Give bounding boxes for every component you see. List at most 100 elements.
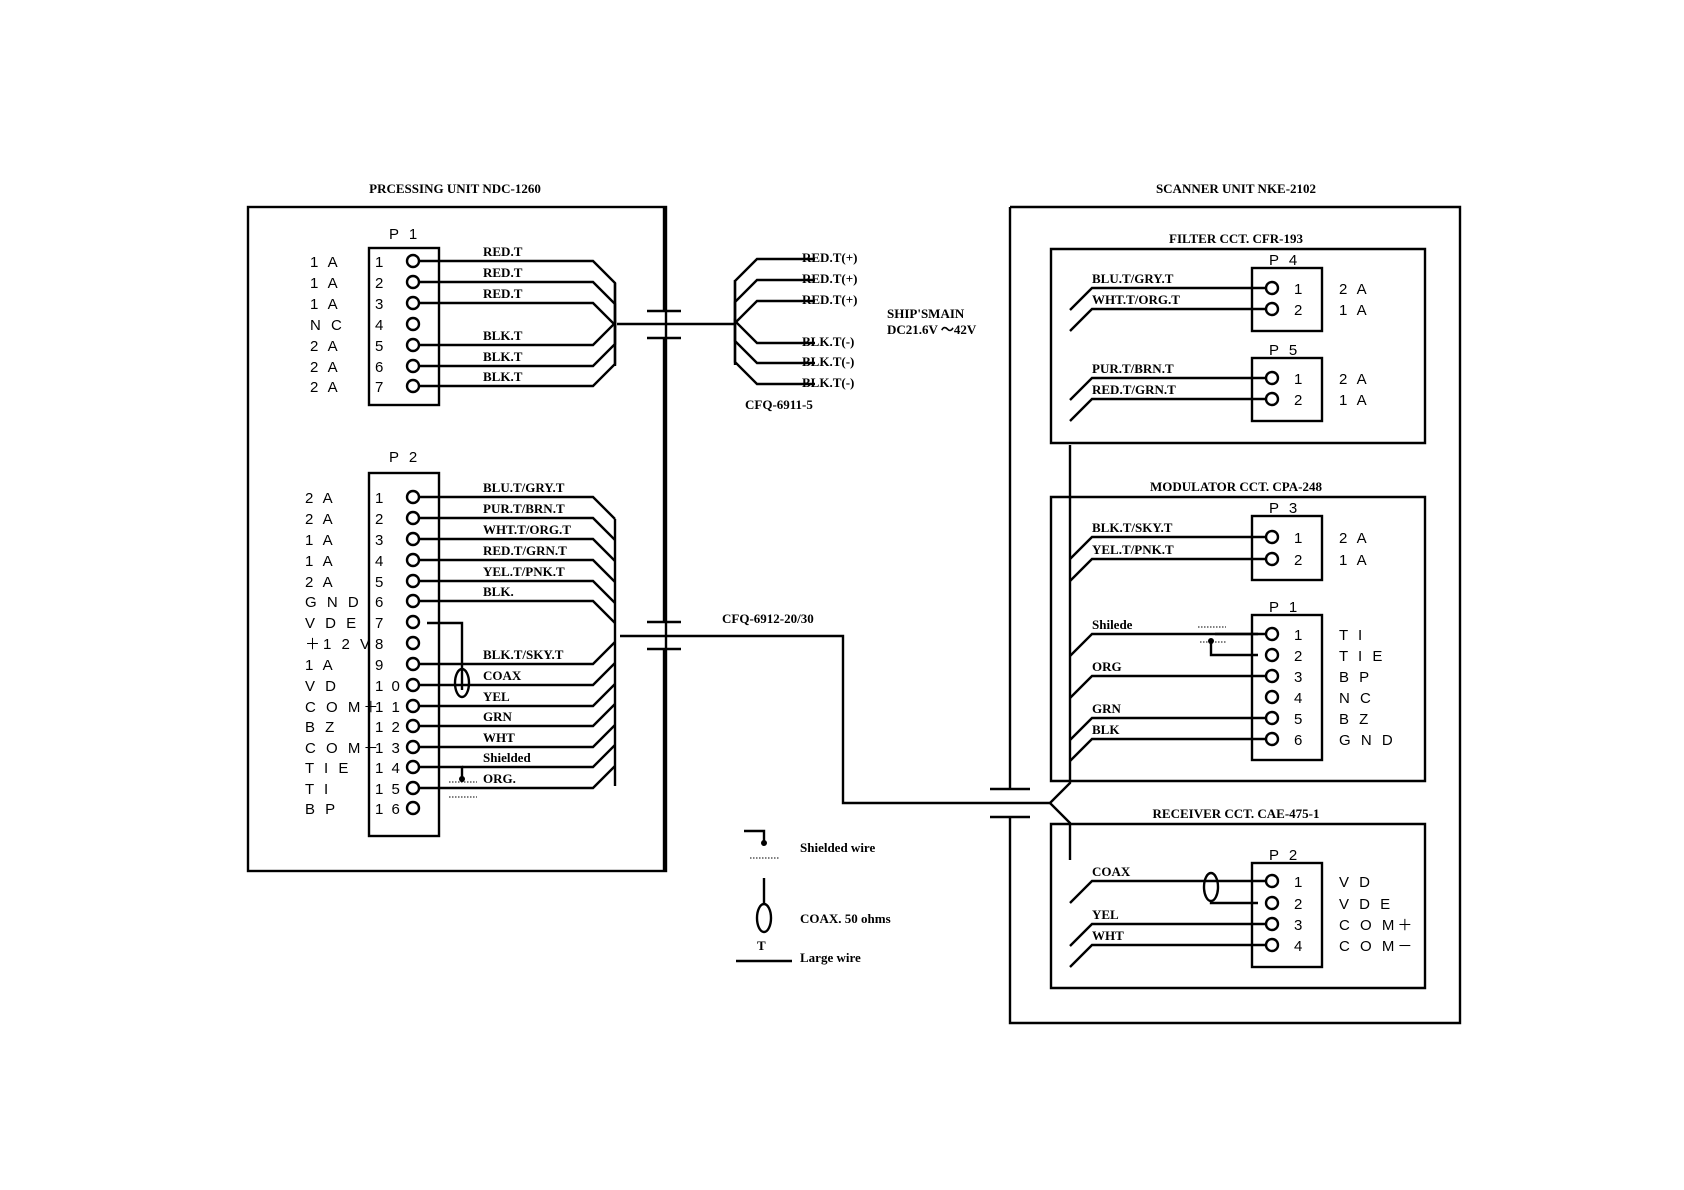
p2-wire	[420, 516, 616, 541]
p2-pin-function: 2 A	[305, 490, 336, 507]
connector-pin-number: 3	[1294, 669, 1304, 686]
p1-pin-function: 1 A	[310, 275, 341, 292]
power-wire-label: BLK.T(-)	[802, 334, 854, 349]
connector-pin-number: 1	[1294, 874, 1304, 891]
p1-pin-function: 2 A	[310, 338, 341, 355]
receiver-box	[1049, 822, 1427, 990]
connector-pin-number: 4	[1294, 938, 1304, 955]
connector-body	[1250, 861, 1324, 969]
connector-pin-terminal	[1264, 551, 1280, 567]
connector-pin-function: V D	[1339, 874, 1373, 891]
p2-pin-number: 1	[375, 490, 385, 507]
connector-pin-number: 1	[1294, 281, 1304, 298]
scanner-trunk-down	[1049, 802, 1072, 860]
connector-pin-terminal	[1264, 529, 1280, 545]
connector-pin-terminal	[1264, 916, 1280, 932]
p2-pin-function: T I E	[305, 760, 351, 777]
p1-pin-terminal	[405, 295, 421, 311]
connector-pin-function: 1 A	[1339, 302, 1370, 319]
connector-wire	[1069, 716, 1266, 741]
p2-pin-function: V D	[305, 678, 339, 695]
p2-pin-terminal	[405, 510, 421, 526]
connector-body	[1250, 613, 1324, 762]
p1-pin-number: 1	[375, 254, 385, 271]
coax-symbol-p2	[453, 667, 471, 699]
p2-wire-label: WHT.T/ORG.T	[483, 522, 571, 537]
connector-pin-number: 2	[1294, 896, 1304, 913]
connector-pin-terminal	[1264, 280, 1280, 296]
p2-wire-label: PUR.T/BRN.T	[483, 501, 565, 516]
p2-pin-terminal	[405, 614, 421, 630]
legend-shield-wire	[744, 829, 766, 842]
power-wire-label: RED.T(+)	[802, 271, 857, 286]
filter-title: FILTER CCT. CFR-193	[1169, 231, 1303, 246]
p2-pin-number: 7	[375, 615, 385, 632]
p1-wire-label: RED.T	[483, 244, 523, 259]
p1-pin-function: 2 A	[310, 359, 341, 376]
p2-pin-terminal	[405, 759, 421, 775]
connector-wire-label: ORG	[1092, 659, 1122, 674]
p2-wire	[420, 662, 616, 687]
legend-large-text: Large wire	[800, 950, 861, 965]
p1-connector	[367, 246, 441, 407]
p2-wire	[420, 537, 616, 562]
connector-pin-terminal	[1264, 689, 1280, 705]
p2-wire	[420, 724, 616, 749]
p2-pin-terminal	[405, 780, 421, 796]
connector-wire-label: GRN	[1092, 701, 1122, 716]
connector-wire-label: YEL	[1092, 907, 1119, 922]
modulator-title: MODULATOR CCT. CPA-248	[1150, 479, 1323, 494]
connector-pin-function: 2 A	[1339, 281, 1370, 298]
connector-pin-terminal	[1264, 895, 1280, 911]
p2-wire	[420, 579, 616, 604]
receiver-coax-lead	[1209, 900, 1258, 905]
connector-wire-label: BLU.T/GRY.T	[1092, 271, 1174, 286]
p2-pin-function: 2 A	[305, 511, 336, 528]
connector-pin-function: B P	[1339, 669, 1372, 686]
p1-pin-number: 6	[375, 359, 385, 376]
modulator-box	[1049, 495, 1427, 783]
connector-pin-function: 2 A	[1339, 530, 1370, 547]
p1-label: P 1	[389, 226, 420, 243]
connector-label: P 3	[1269, 500, 1300, 517]
connector-body	[1250, 356, 1324, 423]
p1-pin-function: 1 A	[310, 296, 341, 313]
p2-pin-terminal	[405, 698, 421, 714]
p1-wire-label: RED.T	[483, 286, 523, 301]
connector-wire	[1069, 307, 1266, 332]
p2-wire	[420, 495, 616, 520]
p1-pin-terminal	[405, 378, 421, 394]
connector-pin-number: 2	[1294, 648, 1304, 665]
connector-pin-function: T I	[1339, 627, 1365, 644]
p2-pin-function: G N D	[305, 594, 362, 611]
connector-wire	[1069, 376, 1266, 401]
scanner-unit-title: SCANNER UNIT NKE-2102	[1156, 181, 1316, 196]
p2-pin-terminal	[405, 656, 421, 672]
connector-wire	[1069, 922, 1266, 947]
p2-pin-function: 1 A	[305, 553, 336, 570]
p2-pin-function: 1 A	[305, 532, 336, 549]
connector-wire	[1069, 879, 1266, 904]
p1-wire-label: RED.T	[483, 265, 523, 280]
p2-connector	[367, 471, 441, 838]
p1-pin-number: 2	[375, 275, 385, 292]
p2-pin-number: 1 0	[375, 678, 402, 695]
connector-pin-function: C O M＋	[1339, 917, 1415, 934]
connector-pin-number: 2	[1294, 302, 1304, 319]
connector-pin-function: C O M－	[1339, 938, 1415, 955]
legend-shield-dot	[761, 840, 767, 846]
connector-pin-number: 2	[1294, 392, 1304, 409]
p2-wire-label: BLK.T/SKY.T	[483, 647, 564, 662]
p1-pin-function: 2 A	[310, 379, 341, 396]
p2-pin-number: 3	[375, 532, 385, 549]
p2-pin-number: 1 4	[375, 760, 402, 777]
modulator-shield-lead	[1209, 641, 1258, 657]
p2-pin-number: 1 3	[375, 740, 402, 757]
power-wire-label: BLK.T(-)	[802, 375, 854, 390]
p2-pin-terminal	[405, 531, 421, 547]
p2-pin-terminal	[405, 800, 421, 816]
p1-pin-number: 5	[375, 338, 385, 355]
scanner-unit: SCANNER UNIT NKE-2102 FILTER CCT. CFR-19…	[990, 181, 1462, 1025]
